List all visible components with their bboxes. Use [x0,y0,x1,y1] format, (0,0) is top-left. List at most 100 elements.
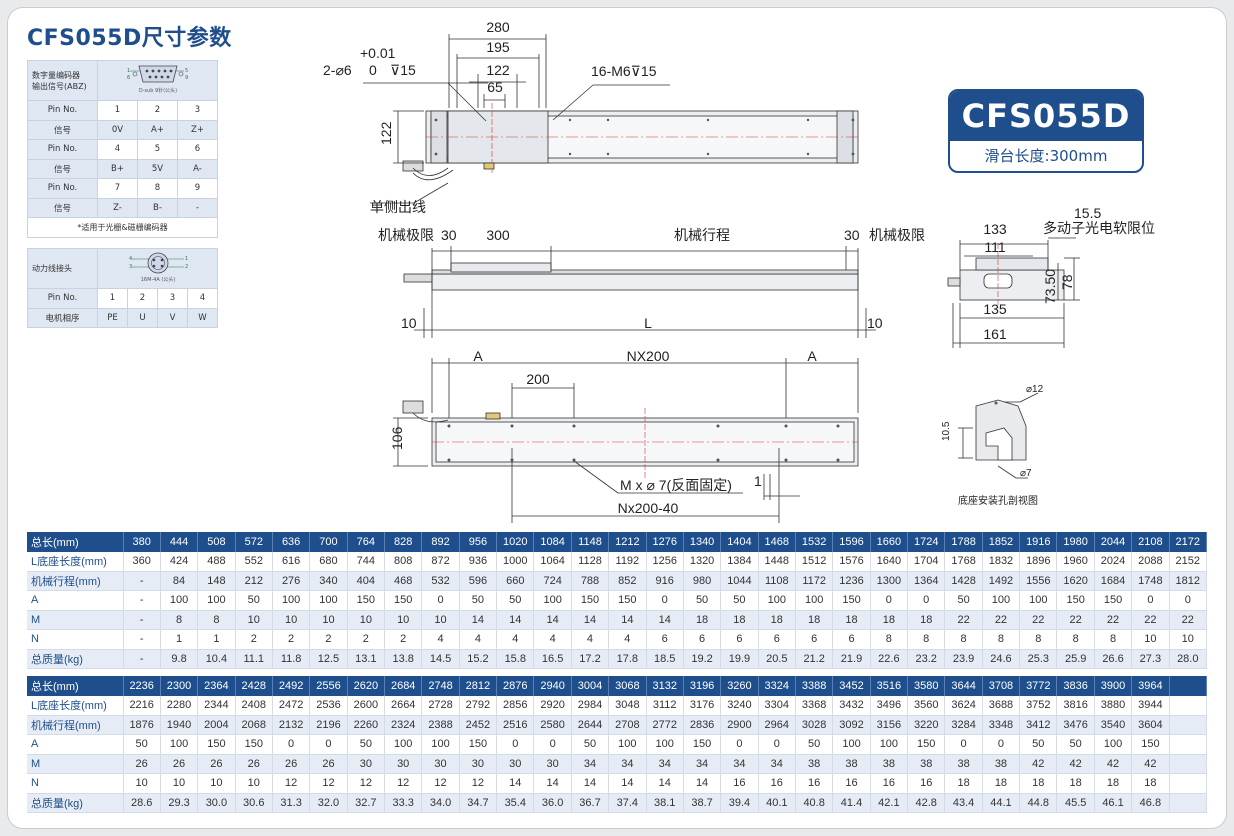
spec-cell: 0 [1169,590,1208,611]
spec-cell: 2388 [421,715,460,735]
spec-cell: 6 [683,629,722,650]
spec-cell: 150 [832,590,871,611]
mount-holes-label: M x ⌀ 7(反面固定) [620,477,732,493]
spec-cell: 14 [459,610,498,630]
spec-row-label: 总质量(kg) [27,649,124,669]
engineering-drawing: 280 195 122 65 +0.01 2-⌀6 0 ⊽15 16-M6⊽15… [323,19,1155,523]
spec-cell: 30.0 [197,793,236,813]
spec-cell: 2920 [533,695,572,716]
spec-cell: 12 [272,773,311,794]
spec-cell: 10 [123,773,161,794]
spec-cell: 150 [347,590,386,611]
spec-cell: 4 [421,629,460,650]
spec-cell: - [123,571,161,591]
spec-cell: 22 [1169,610,1208,630]
svg-text:1: 1 [185,256,188,262]
spec-cell: 100 [421,734,460,755]
spec-cell: 1340 [683,532,722,552]
spec-cell: 10 [197,773,236,794]
spec-cell: 16 [907,773,946,794]
spec-cell: 1620 [1056,571,1095,591]
spec-cell: 0 [720,734,759,755]
dim-73-50: 73.50 [1042,269,1058,304]
spec-cell: 10 [235,610,273,630]
spec-cell: 3240 [720,695,759,716]
spec-cell: 45.5 [1056,793,1095,813]
spec-cell: 2196 [309,715,348,735]
spec-cell: 14 [533,773,572,794]
spec-cell: 14 [608,773,647,794]
spec-cell: 10 [347,610,386,630]
spec-cell: 1320 [683,551,722,572]
spec-cell: 2836 [683,715,722,735]
spec-cell: 16 [758,773,796,794]
thread-spec: 16-M6⊽15 [591,63,657,79]
spec-cell: 444 [160,532,199,552]
svg-text:4: 4 [129,256,132,262]
spec-cell: 3752 [1019,695,1058,716]
dia-12: ⌀12 [1026,384,1044,395]
spec-cell: 1980 [1056,532,1095,552]
spec-cell: 38 [944,754,983,774]
spec-cell: 1192 [608,551,647,572]
spec-cell: 3708 [982,676,1021,696]
spec-cell: 15.2 [459,649,498,669]
spec-cell: 11.8 [272,649,311,669]
spec-cell: 35.4 [496,793,535,813]
spec-cell: 1768 [944,551,983,572]
spec-cell: 8 [1094,629,1133,650]
spec-cell: 6 [720,629,759,650]
spec-cell: 4 [571,629,610,650]
spec-cell: 2812 [459,676,498,696]
spec-cell: 3900 [1094,676,1133,696]
spec-cell: 2108 [1131,532,1170,552]
spec-cell: 3176 [683,695,722,716]
spec-cell: 1596 [832,532,871,552]
svg-text:3: 3 [129,264,132,270]
spec-cell: 572 [235,532,273,552]
spec-cell: 100 [1094,734,1133,755]
spec-cell: 764 [347,532,386,552]
spec-cell: 3432 [832,695,871,716]
spec-cell: 16.5 [533,649,572,669]
spec-cell: 3624 [944,695,983,716]
spec-cell: 2408 [235,695,273,716]
spec-cell: 38.7 [683,793,722,813]
spec-cell: 6 [758,629,796,650]
spec-cell: 150 [683,734,722,755]
spec-cell [1169,754,1208,774]
spec-cell: 22 [982,610,1021,630]
spec-row-label: A [27,734,124,755]
spec-cell: 12 [459,773,498,794]
spec-cell: 1852 [982,532,1021,552]
spec-cell: 100 [646,734,684,755]
spec-row-label: 总长(mm) [27,676,124,696]
spec-cell: 100 [309,590,348,611]
spec-cell: 34 [608,754,647,774]
spec-cell: 8 [944,629,983,650]
spec-cell: 19.9 [720,649,759,669]
spec-cell: 3112 [646,695,684,716]
spec-cell: 22 [1056,610,1095,630]
spec-cell: 980 [683,571,722,591]
spec-cell: 0 [272,734,311,755]
spec-cell: 3604 [1131,715,1170,735]
spec-cell: 34 [683,754,722,774]
spec-cell: 148 [197,571,236,591]
spec-cell: 8 [160,610,199,630]
spec-cell: 1556 [1019,571,1058,591]
spec-cell: 26 [235,754,273,774]
spec-cell: 100 [272,590,311,611]
spec-cell: 100 [160,590,199,611]
spec-cell: 2452 [459,715,498,735]
spec-cell: 34 [720,754,759,774]
height-106: 106 [389,426,405,450]
spec-cell: 150 [1056,590,1095,611]
spec-cell: 50 [571,734,610,755]
spec-cell: 12.5 [309,649,348,669]
spec-cell: 3156 [870,715,909,735]
svg-text:2: 2 [185,264,188,270]
